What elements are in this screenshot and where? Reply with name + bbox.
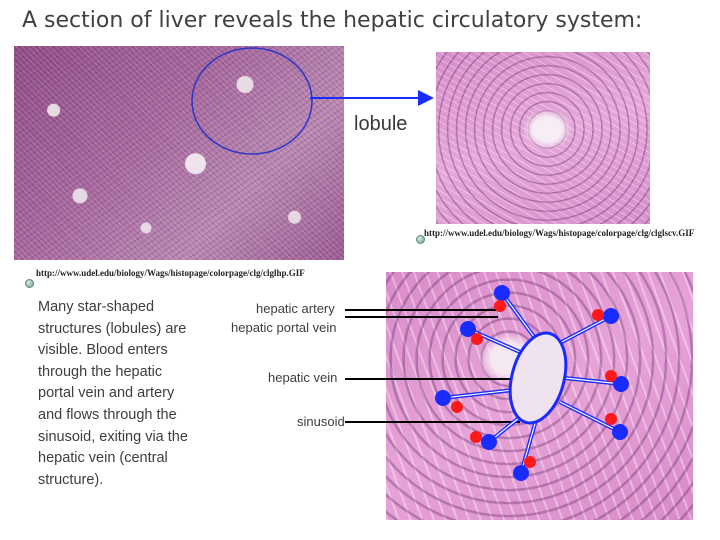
slide-title: A section of liver reveals the hepatic c… [22,8,642,33]
liver-section-low-magnification-image [14,46,344,260]
lobule-callout-label: lobule [354,113,407,136]
lobule-closeup-image [436,52,650,224]
label-hepatic-vein: hepatic vein [268,370,337,385]
label-sinusoid: sinusoid [297,414,345,429]
lobule-high-magnification-image [386,272,693,520]
label-hepatic-portal-vein: hepatic portal vein [231,320,337,335]
description-text: Many star-shaped structures (lobules) ar… [38,297,198,491]
link-bullet-icon [25,279,34,288]
image-source-url[interactable]: http://www.udel.edu/biology/Wags/histopa… [36,268,305,278]
image-source-url[interactable]: http://www.udel.edu/biology/Wags/histopa… [424,228,694,238]
label-hepatic-artery: hepatic artery [256,301,335,316]
